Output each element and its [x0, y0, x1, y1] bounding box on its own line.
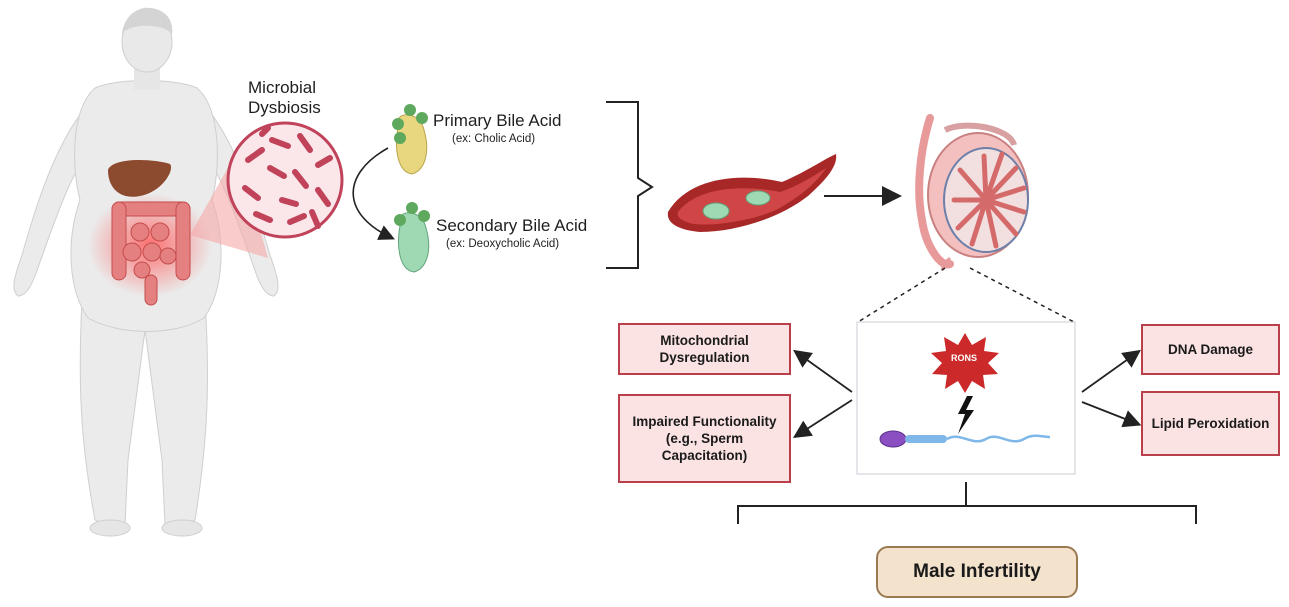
human-figure-illustration [13, 7, 279, 537]
primary-bile-acid-icon [392, 104, 428, 175]
effect-impaired-functionality: Impaired Functionality (e.g., Sperm Capa… [618, 394, 791, 483]
primary-bile-acid-title: Primary Bile Acid [433, 111, 562, 130]
zoom-line-right [969, 267, 1075, 323]
secondary-bile-acid-title: Secondary Bile Acid [436, 216, 588, 235]
arrow-to-impaired [792, 399, 853, 438]
magnifier-cone [190, 150, 268, 258]
effect-dna-damage: DNA Damage [1141, 324, 1280, 375]
secondary-bile-acid-icon [394, 202, 430, 273]
zoom-line-left [857, 267, 946, 323]
microbial-label: Microbial [248, 78, 317, 97]
conversion-arrow [352, 147, 395, 240]
blood-vessel-illustration [667, 154, 837, 232]
arrow-to-dna-damage [1081, 349, 1141, 393]
outcome-male-infertility: Male Infertility [876, 546, 1078, 598]
dysbiosis-label: Dysbiosis [248, 98, 321, 117]
rons-burst [931, 333, 999, 393]
outcome-bracket [737, 482, 1197, 524]
lightning-icon [958, 396, 974, 434]
rons-label: RONS [950, 353, 977, 363]
arrow-to-lipid [1081, 401, 1142, 428]
bile-acid-bracket [606, 101, 654, 269]
effect-mitochondrial-dysregulation: Mitochondrial Dysregulation [618, 323, 791, 375]
sperm-cell-icon [879, 430, 1051, 448]
testis-illustration [915, 114, 1029, 272]
primary-bile-acid-example: (ex: Cholic Acid) [452, 133, 536, 145]
arrow-to-mitochondrial [793, 349, 853, 393]
effect-lipid-peroxidation: Lipid Peroxidation [1141, 391, 1280, 456]
dysbiosis-circle [226, 121, 344, 239]
secondary-bile-acid-example: (ex: Deoxycholic Acid) [446, 238, 560, 250]
